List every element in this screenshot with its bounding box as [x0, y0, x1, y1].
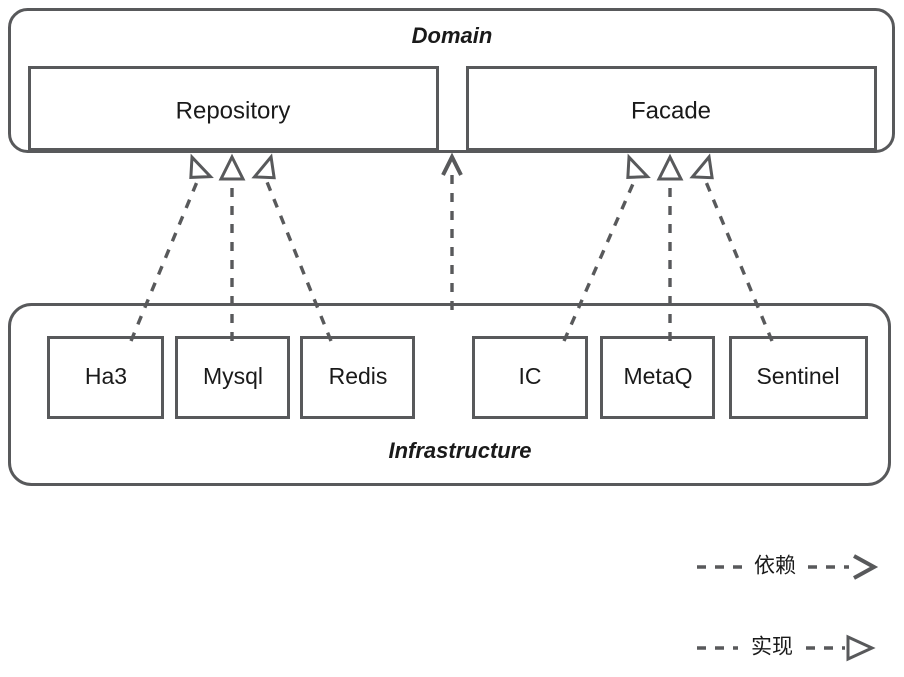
link-redis-to-repository — [263, 176, 333, 342]
repository-label: Repository — [176, 97, 291, 124]
infra-component-ha3[interactable]: Ha3 — [47, 336, 164, 419]
open-arrow-icon-metaq-domain — [441, 152, 463, 176]
metaq-label: MetaQ — [623, 363, 692, 389]
hollow-triangle-icon-metaq-facade — [656, 153, 684, 181]
infrastructure-layer-title: Infrastructure — [388, 438, 531, 463]
infra-component-metaq[interactable]: MetaQ — [600, 336, 715, 419]
link-ic-to-facade — [562, 176, 638, 342]
domain-port-facade[interactable]: Facade — [466, 66, 877, 151]
legend-dependency-label: 依赖 — [754, 555, 796, 578]
facade-label: Facade — [631, 97, 711, 124]
hollow-triangle-icon-legend — [846, 634, 876, 662]
infrastructure-layer-group: Ha3 Mysql Redis IC MetaQ Sentinel Infras… — [8, 303, 891, 486]
metaq-box[interactable] — [600, 336, 715, 419]
legend-item-dependency: 依赖 — [697, 554, 879, 580]
mysql-label: Mysql — [203, 363, 263, 389]
infra-component-sentinel[interactable]: Sentinel — [729, 336, 868, 419]
facade-box[interactable] — [466, 66, 877, 151]
arrowheads-group — [189, 152, 714, 181]
hollow-triangle-icon-ha3 — [189, 153, 214, 179]
legend-group: 依赖 实现 — [697, 554, 879, 662]
link-ha3-to-repository — [129, 176, 201, 342]
infra-component-redis[interactable]: Redis — [300, 336, 415, 419]
redis-box[interactable] — [300, 336, 415, 419]
hollow-triangle-icon-redis — [251, 153, 276, 180]
hollow-triangle-icon-sentinel — [689, 153, 714, 180]
legend-realization-label: 实现 — [751, 636, 793, 659]
infra-component-ic[interactable]: IC — [472, 336, 588, 419]
ha3-label: Ha3 — [85, 363, 127, 389]
hollow-triangle-icon-mysql — [218, 153, 246, 181]
link-sentinel-to-facade — [702, 176, 774, 342]
ha3-box[interactable] — [47, 336, 164, 419]
ic-box[interactable] — [472, 336, 588, 419]
infra-component-mysql[interactable]: Mysql — [175, 336, 290, 419]
domain-port-repository[interactable]: Repository — [28, 66, 439, 151]
sentinel-box[interactable] — [729, 336, 868, 419]
domain-layer-title: Domain — [412, 23, 493, 48]
redis-label: Redis — [329, 363, 388, 389]
sentinel-label: Sentinel — [756, 363, 839, 389]
domain-layer-group: Domain Repository Facade — [8, 8, 895, 153]
repository-box[interactable] — [28, 66, 439, 151]
hollow-triangle-icon-ic — [626, 153, 651, 179]
ic-label: IC — [519, 363, 542, 389]
legend-item-realization: 实现 — [697, 634, 876, 662]
open-arrow-icon-legend — [853, 554, 879, 580]
connection-lines-group — [129, 172, 774, 342]
